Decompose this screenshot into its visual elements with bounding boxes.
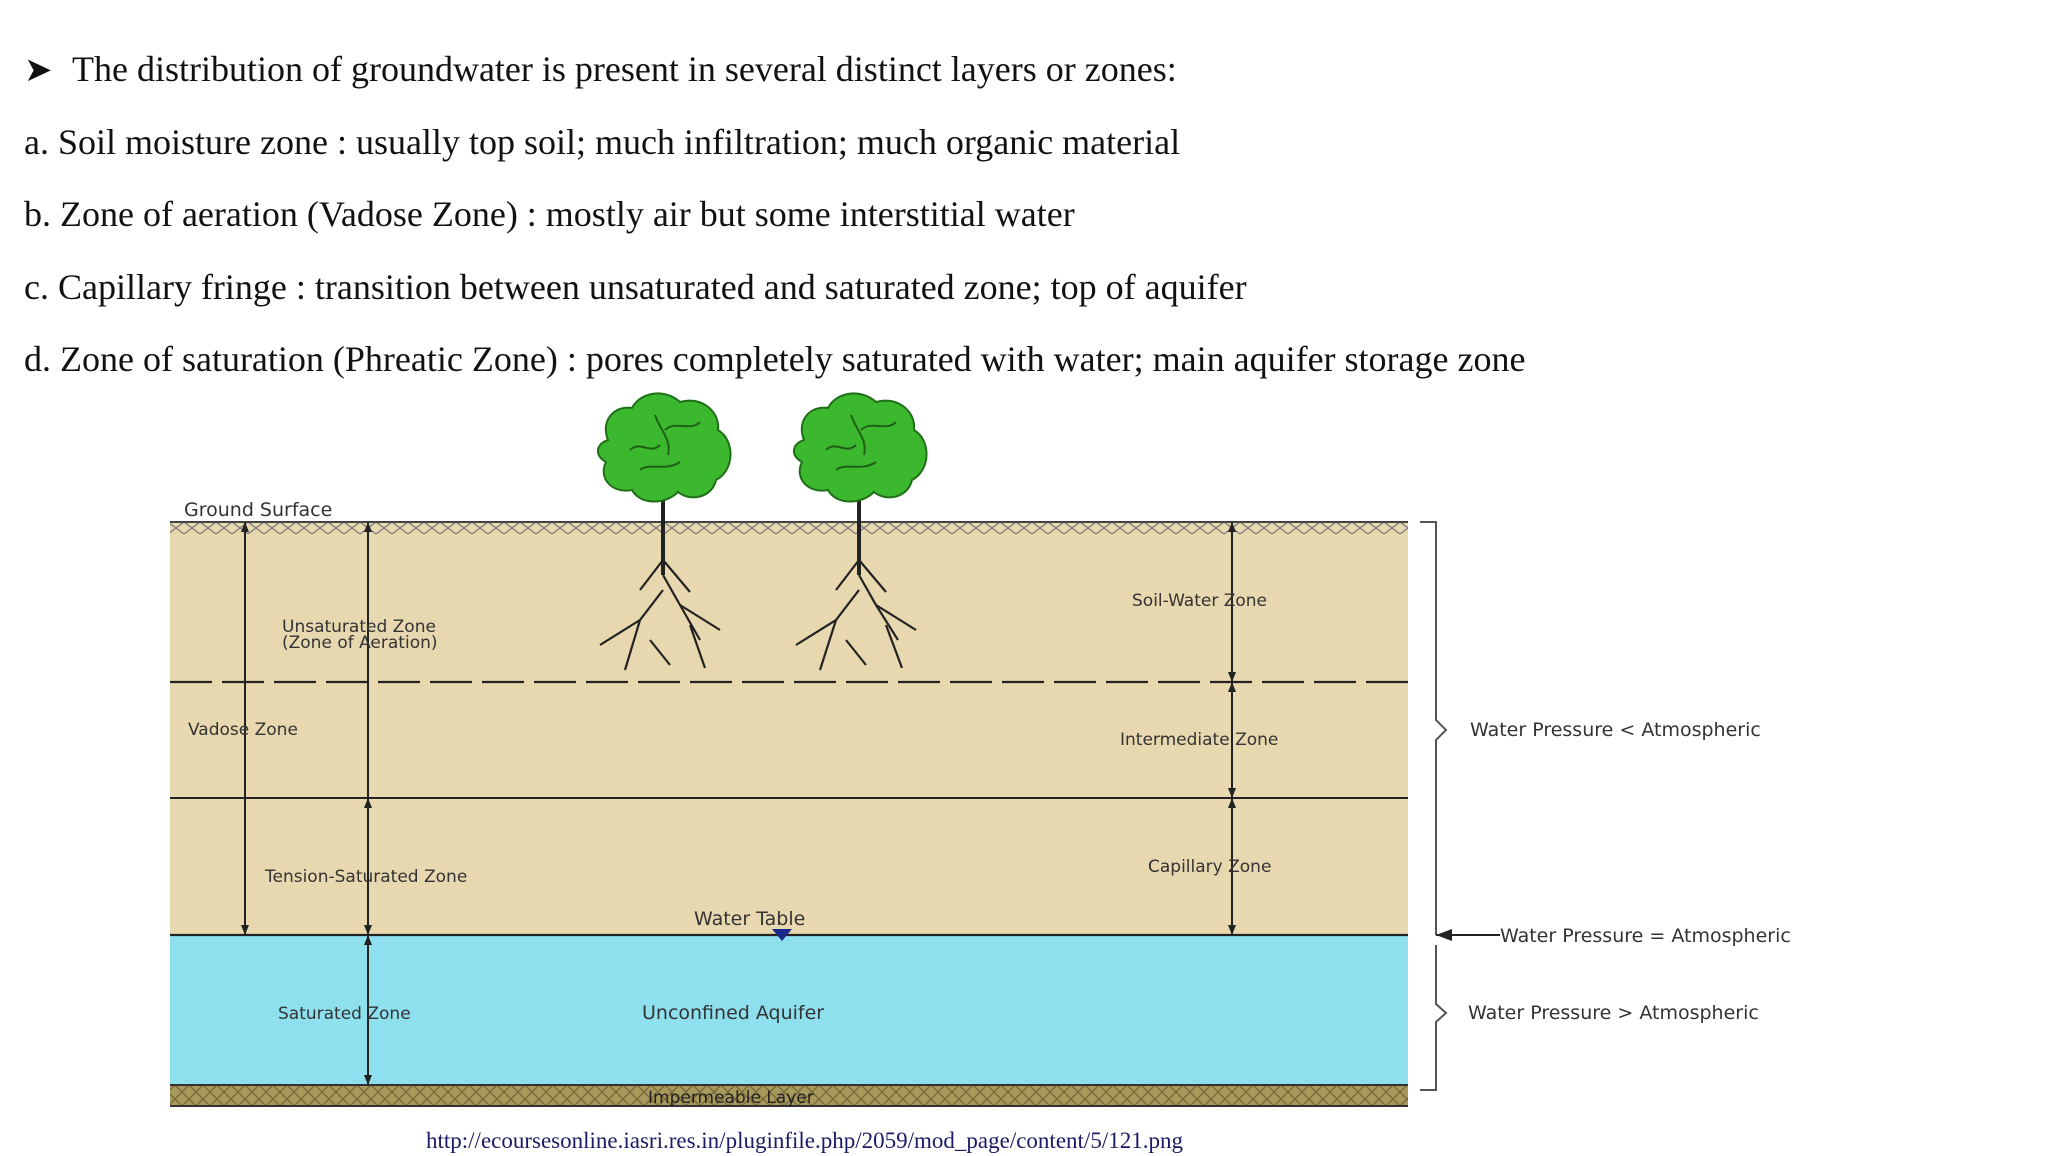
impermeable-layer-label: Impermeable Layer [648, 1088, 814, 1108]
zone-item-c: c. Capillary fringe : transition between… [24, 267, 1247, 307]
pressure-greater-label: Water Pressure > Atmospheric [1468, 1002, 1759, 1024]
source-url-link[interactable]: http://ecoursesonline.iasri.res.in/plugi… [426, 1128, 1183, 1153]
zone-item-b: b. Zone of aeration (Vadose Zone) : most… [24, 194, 1075, 234]
tree-left [597, 392, 732, 671]
tree-right [793, 392, 928, 671]
intro-line: ➤ The distribution of groundwater is pres… [24, 44, 1177, 95]
unsaturated-soil-region [170, 522, 1408, 935]
aquifer-region [170, 935, 1408, 1085]
impermeable-hatch [170, 1085, 1408, 1106]
soil-water-zone-label: Soil-Water Zone [1132, 591, 1267, 611]
intro-text: The distribution of groundwater is prese… [72, 49, 1177, 89]
pressure-less-label: Water Pressure < Atmospheric [1470, 719, 1761, 741]
pressure-equal-label: Water Pressure = Atmospheric [1500, 925, 1791, 947]
ground-surface-label: Ground Surface [184, 499, 332, 521]
zone-item-a: a. Soil moisture zone : usually top soil… [24, 122, 1181, 162]
capillary-zone-label: Capillary Zone [1148, 857, 1271, 877]
water-table-marker-icon [772, 929, 792, 941]
unconfined-aquifer-label: Unconfined Aquifer [642, 1002, 824, 1024]
arrowhead-bullet-icon: ➤ [24, 50, 53, 90]
zone-of-aeration-label: (Zone of Aeration) [282, 633, 438, 653]
pressure-equal-arrowhead [1436, 929, 1452, 941]
water-table-label: Water Table [694, 908, 805, 930]
pressure-less-bracket [1420, 521, 1448, 935]
vadose-zone-label: Vadose Zone [188, 720, 298, 740]
unsaturated-zone-label: Unsaturated Zone [282, 617, 436, 637]
saturated-zone-label: Saturated Zone [278, 1004, 411, 1024]
ground-surface-hatch [170, 522, 1408, 534]
zone-item-d: d. Zone of saturation (Phreatic Zone) : … [24, 339, 1526, 379]
intermediate-zone-label: Intermediate Zone [1120, 730, 1278, 750]
pressure-greater-bracket [1420, 945, 1448, 1091]
tension-saturated-zone-label: Tension-Saturated Zone [264, 867, 467, 887]
